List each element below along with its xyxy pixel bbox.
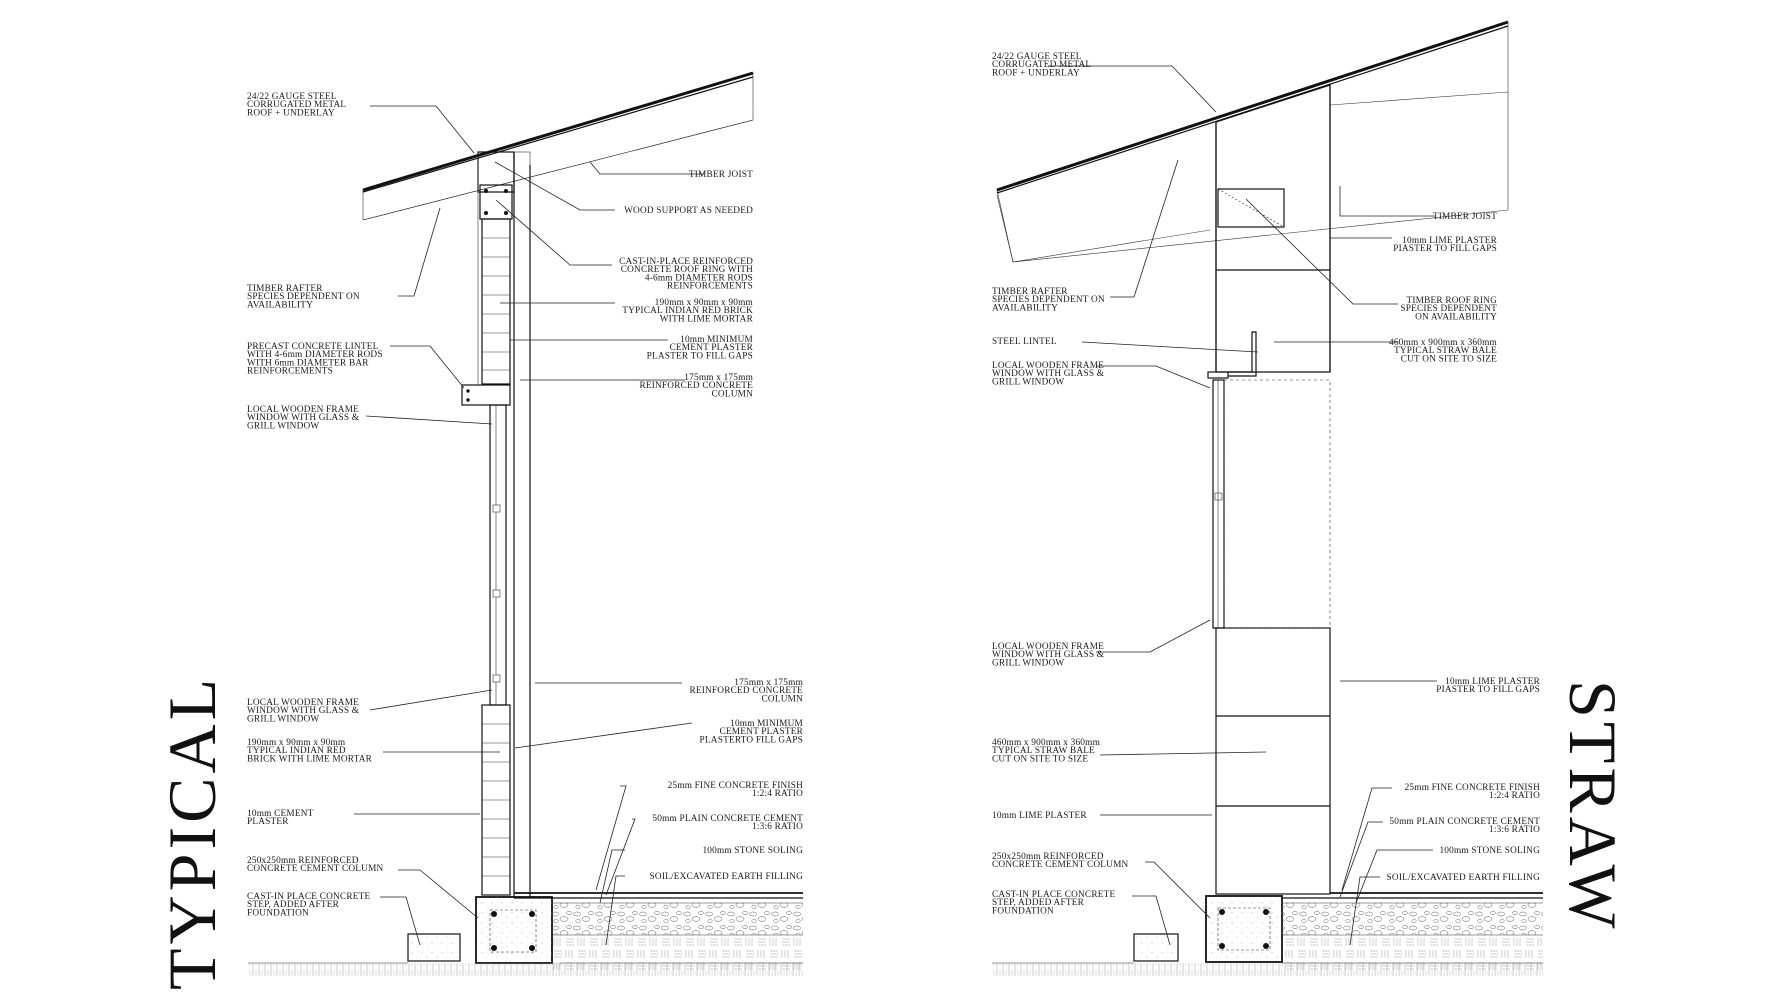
typical-foundation (248, 892, 803, 976)
label-typical-soil: SOIL/EXCAVATED EARTH FILLING (650, 872, 804, 882)
label-straw-steel-lintel: STEEL LINTEL (992, 337, 1057, 347)
typical-leaders (354, 105, 705, 946)
typical-wall (461, 151, 531, 898)
straw-wall (1207, 84, 1331, 895)
typical-roof (362, 71, 754, 221)
label-straw-soil: SOIL/EXCAVATED EARTH FILLING (1387, 873, 1541, 883)
label-straw-stone-soling: 100mm STONE SOLING (1439, 846, 1540, 856)
straw-title: STRAW (1555, 680, 1631, 933)
typical-title: TYPICAL (154, 675, 230, 990)
straw-foundation (992, 892, 1543, 976)
straw-leaders (1048, 65, 1437, 946)
label-typical-wood-support: WOOD SUPPORT AS NEEDED (624, 206, 753, 216)
straw-roof (996, 20, 1509, 263)
label-straw-timber-joist: TIMBER JOIST (1433, 212, 1497, 222)
label-straw-lime-plaster-side: 10mm LIME PLASTER (992, 811, 1087, 821)
label-typical-timber-joist: TIMBER JOIST (689, 170, 753, 180)
label-typical-stone-soling: 100mm STONE SOLING (702, 846, 803, 856)
